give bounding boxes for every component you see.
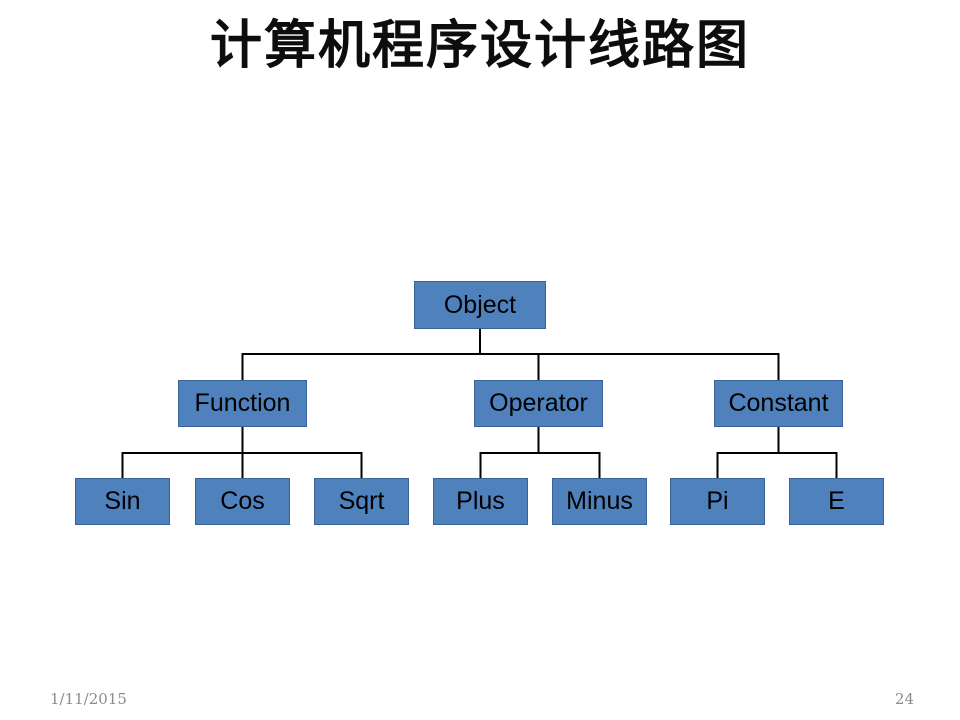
node-label: Sqrt: [338, 487, 385, 515]
node-function[interactable]: Function: [178, 380, 307, 427]
node-label: Plus: [456, 487, 505, 515]
node-e[interactable]: E: [789, 478, 884, 525]
footer-page-number: 24: [894, 690, 914, 708]
node-plus[interactable]: Plus: [433, 478, 528, 525]
node-label: Sin: [104, 487, 141, 515]
connector-constant-to-pi: [716, 427, 780, 478]
connector-object-to-constant: [479, 329, 780, 380]
node-label: Minus: [566, 487, 633, 515]
node-minus[interactable]: Minus: [552, 478, 647, 525]
node-sin[interactable]: Sin: [75, 478, 170, 525]
connector-object-to-function: [241, 329, 481, 380]
page-title: 计算机程序设计线路图: [209, 15, 750, 76]
node-operator[interactable]: Operator: [474, 380, 603, 427]
connector-function-to-sqrt: [241, 427, 363, 478]
connector-operator-to-minus: [537, 427, 601, 478]
node-sqrt[interactable]: Sqrt: [314, 478, 409, 525]
node-label: Cos: [220, 487, 265, 515]
node-object[interactable]: Object: [414, 281, 546, 329]
node-label: E: [828, 487, 845, 515]
node-constant[interactable]: Constant: [714, 380, 843, 427]
node-pi[interactable]: Pi: [670, 478, 765, 525]
node-label: Constant: [728, 389, 829, 417]
node-label: Function: [194, 389, 291, 417]
footer-date: 1/11/2015: [50, 690, 127, 708]
connector-object-to-operator: [479, 329, 540, 380]
node-cos[interactable]: Cos: [195, 478, 290, 525]
connector-function-to-sin: [121, 427, 244, 478]
connector-constant-to-e: [777, 427, 838, 478]
connector-operator-to-plus: [479, 427, 540, 478]
node-label: Operator: [489, 389, 588, 417]
node-label: Pi: [706, 487, 729, 515]
node-label: Object: [443, 290, 517, 319]
